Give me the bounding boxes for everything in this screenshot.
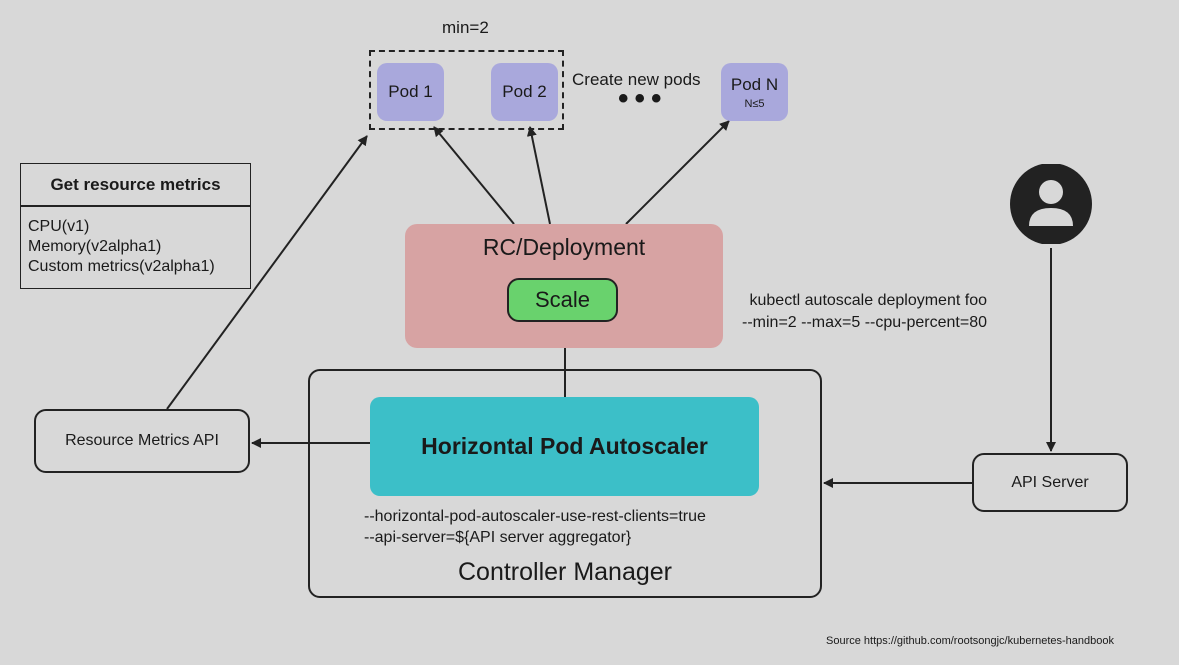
pod-n: Pod N N≤5 [721,63,788,121]
min-pods-group [369,50,564,130]
kubectl-line-1: kubectl autoscale deployment foo [749,292,987,309]
scale-box: Scale [507,278,618,322]
metric-item: CPU(v1) [28,218,90,235]
resource-metrics-api-label: Resource Metrics API [65,432,219,449]
rc-deployment-title: RC/Deployment [482,234,646,260]
rc-deployment-box: RC/Deployment Scale [405,224,723,348]
min-replicas-label: min=2 [442,18,489,37]
hpa-label: Horizontal Pod Autoscaler [421,433,708,459]
controller-flags: --horizontal-pod-autoscaler-use-rest-cli… [364,506,706,548]
resource-metrics-api-box: Resource Metrics API [34,409,250,473]
arrow-deploy-to-pod2 [526,126,551,225]
api-server-label: API Server [1011,473,1089,491]
resource-metrics-title: Get resource metrics [21,164,250,207]
pod-n-limit: N≤5 [744,97,765,110]
pod-1: Pod 1 [377,63,444,121]
controller-manager-title: Controller Manager [458,558,672,586]
pod-1-label: Pod 1 [388,82,433,101]
flag-line-1: --horizontal-pod-autoscaler-use-rest-cli… [364,508,706,525]
pod-n-label: Pod N [730,74,779,94]
pod-2: Pod 2 [491,63,558,121]
kubectl-command: kubectl autoscale deployment foo --min=2… [742,290,987,334]
controller-manager-box [308,369,822,598]
resource-metrics-box: Get resource metrics CPU(v1) Memory(v2al… [20,163,251,289]
pod-2-label: Pod 2 [502,82,547,101]
kubectl-line-2: --min=2 --max=5 --cpu-percent=80 [742,314,987,331]
hpa-box: Horizontal Pod Autoscaler [370,397,759,496]
api-server-box: API Server [972,453,1128,512]
metric-item: Memory(v2alpha1) [28,238,162,255]
source-credit: Source https://github.com/rootsongjc/kub… [826,635,1115,647]
arrow-metrics-api-to-pods [166,135,368,410]
arrow-deploy-to-pod1 [433,126,515,225]
resource-metrics-list: CPU(v1) Memory(v2alpha1) Custom metrics(… [21,207,250,277]
user-icon [1010,164,1092,244]
create-new-pods-label: Create new pods [572,70,701,89]
metric-item: Custom metrics(v2alpha1) [28,258,215,275]
scale-label: Scale [534,287,591,312]
arrow-deploy-to-podn [625,120,730,225]
ellipsis-dots: ••• [618,82,668,115]
flag-line-2: --api-server=${API server aggregator} [364,529,632,546]
